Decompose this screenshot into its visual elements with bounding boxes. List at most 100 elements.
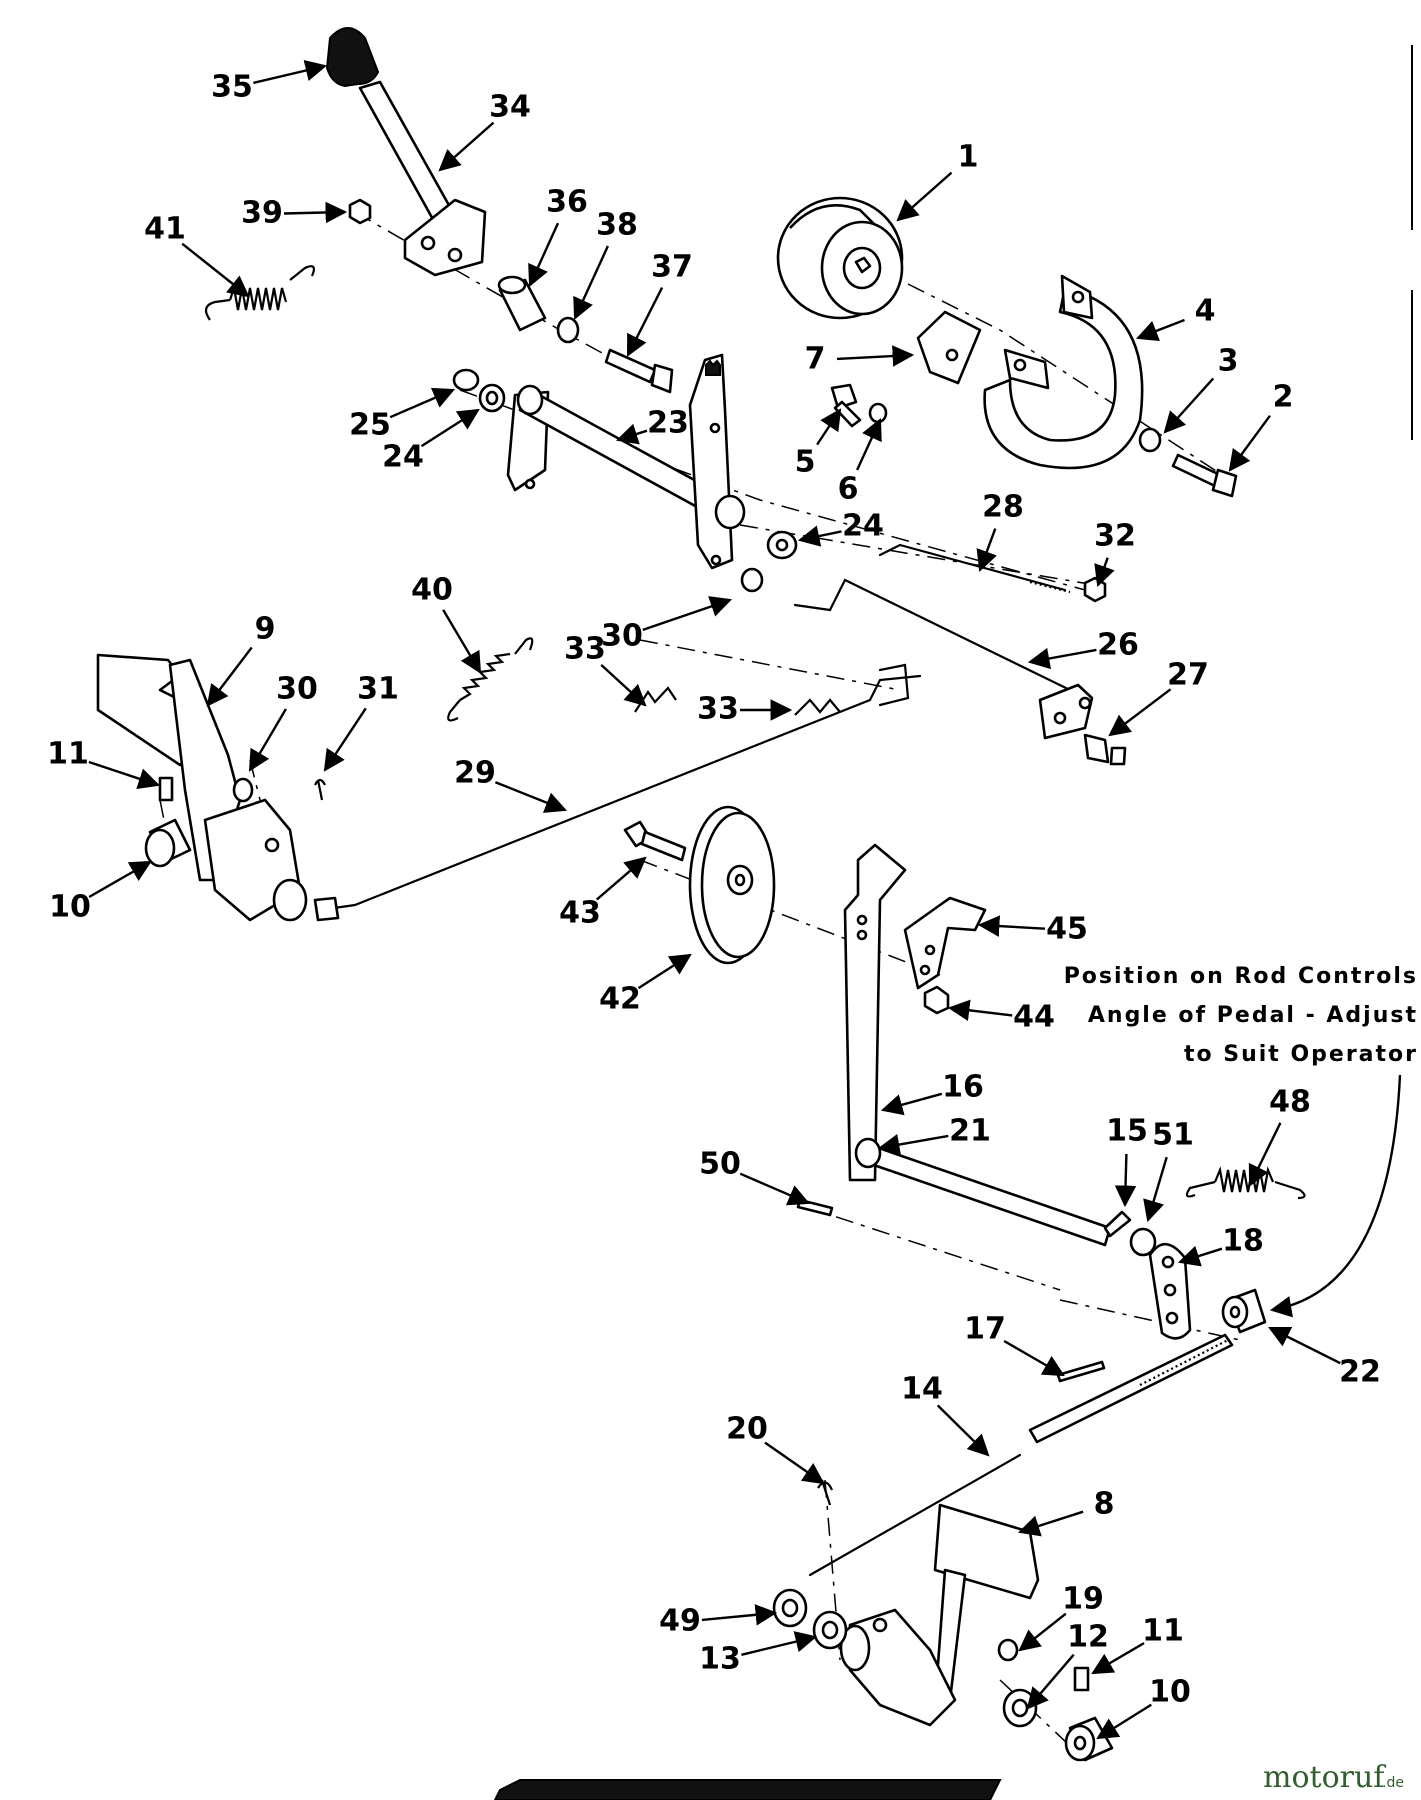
callout-c29: 29 bbox=[454, 756, 568, 813]
callout-c1: 1 bbox=[896, 140, 979, 222]
note-line-2: Angle of Pedal - Adjust bbox=[1088, 1003, 1418, 1028]
part-48-spring bbox=[1185, 1166, 1306, 1200]
part-36-bushing bbox=[497, 275, 547, 332]
leader-arrow-c51 bbox=[1143, 1156, 1168, 1223]
leader-arrow-c37 bbox=[626, 287, 664, 357]
leader-arrow-c7 bbox=[836, 345, 915, 367]
leader-arrow-c11a bbox=[88, 760, 161, 790]
callout-c30b: 30 bbox=[248, 672, 318, 772]
callout-label-c25: 25 bbox=[349, 408, 391, 443]
leader-arrow-c45 bbox=[977, 915, 1046, 937]
leader-arrow-c21 bbox=[877, 1133, 949, 1156]
leader-arrow-c10b bbox=[1096, 1703, 1152, 1740]
part-51-washer bbox=[1129, 1227, 1157, 1257]
callout-label-c1: 1 bbox=[958, 140, 979, 175]
callout-label-c27: 27 bbox=[1167, 658, 1209, 693]
callout-label-c12: 12 bbox=[1067, 1620, 1109, 1655]
part-2-bolt bbox=[1171, 453, 1238, 498]
callout-c2: 2 bbox=[1228, 380, 1293, 472]
note-line-3: to Suit Operator bbox=[1184, 1042, 1418, 1067]
part-39-nut bbox=[348, 198, 372, 225]
callout-label-c8: 8 bbox=[1094, 1487, 1115, 1522]
callout-label-c3: 3 bbox=[1218, 344, 1239, 379]
part-29-long-rod bbox=[313, 663, 922, 922]
callout-label-c6: 6 bbox=[838, 472, 859, 507]
leader-arrow-c2 bbox=[1228, 414, 1271, 472]
leader-arrow-c26 bbox=[1027, 647, 1097, 670]
callout-label-c36: 36 bbox=[546, 185, 588, 220]
callout-label-c35: 35 bbox=[211, 70, 253, 105]
callout-label-c20: 20 bbox=[726, 1412, 768, 1447]
part-5-bolt bbox=[830, 383, 862, 428]
callout-c28: 28 bbox=[976, 490, 1024, 573]
leader-arrow-c12 bbox=[1026, 1653, 1075, 1710]
leader-arrow-c17 bbox=[1003, 1339, 1065, 1377]
callout-label-c43: 43 bbox=[559, 896, 601, 931]
part-32-nut bbox=[1083, 576, 1107, 603]
callout-c11a: 11 bbox=[47, 737, 161, 790]
callout-label-c32: 32 bbox=[1094, 519, 1136, 554]
callout-label-c45: 45 bbox=[1046, 912, 1088, 947]
leader-arrow-c22 bbox=[1268, 1326, 1341, 1365]
callout-c19: 19 bbox=[1018, 1582, 1104, 1652]
callout-label-c26: 26 bbox=[1097, 628, 1139, 663]
callout-c36: 36 bbox=[528, 185, 588, 287]
leader-arrow-c24a bbox=[420, 408, 480, 448]
callout-c3: 3 bbox=[1163, 344, 1239, 434]
leader-arrow-c10a bbox=[88, 860, 152, 899]
leader-arrow-c13 bbox=[741, 1631, 818, 1656]
leader-arrow-c42 bbox=[637, 953, 692, 990]
part-11-set-screw-lower bbox=[1073, 1666, 1090, 1692]
leader-arrow-c8 bbox=[1017, 1510, 1084, 1537]
callout-c51: 51 bbox=[1143, 1118, 1194, 1223]
callout-label-c39: 39 bbox=[241, 196, 283, 231]
callout-c10b: 10 bbox=[1096, 1675, 1191, 1740]
callout-label-c15: 15 bbox=[1106, 1114, 1148, 1149]
part-49-washer bbox=[772, 1588, 808, 1628]
callout-label-c18: 18 bbox=[1222, 1224, 1264, 1259]
part-50-roll-pin bbox=[796, 1198, 834, 1217]
part-33-hairpin-clip-b bbox=[794, 698, 841, 716]
callout-label-c51: 51 bbox=[1152, 1118, 1194, 1153]
leader-arrow-c32 bbox=[1094, 557, 1115, 588]
svg-text:motoruf: motoruf bbox=[1263, 1760, 1386, 1795]
callout-c40: 40 bbox=[411, 573, 482, 674]
callout-c49: 49 bbox=[659, 1604, 778, 1639]
callout-c21: 21 bbox=[877, 1114, 991, 1156]
callout-label-c9: 9 bbox=[255, 612, 276, 647]
callout-c30a: 30 bbox=[601, 596, 733, 654]
part-9-clutch-pedal bbox=[96, 653, 308, 922]
part-27-bolt bbox=[1083, 733, 1127, 766]
callout-label-c23: 23 bbox=[647, 406, 689, 441]
part-40-spring bbox=[447, 637, 534, 722]
part-34-brake-pedal bbox=[358, 80, 487, 277]
callout-c31: 31 bbox=[323, 672, 399, 772]
callout-c20: 20 bbox=[726, 1412, 825, 1485]
leader-arrow-c38 bbox=[573, 245, 609, 320]
callout-label-c5: 5 bbox=[795, 445, 816, 480]
part-12-washer bbox=[1002, 1688, 1038, 1728]
part-24-bushing-upper bbox=[478, 383, 506, 413]
part-24-bushing-lower bbox=[766, 530, 798, 560]
part-28-brake-rod bbox=[878, 543, 1071, 594]
leader-arrow-c40 bbox=[442, 609, 482, 674]
callout-label-c37: 37 bbox=[651, 250, 693, 285]
threaded-rod bbox=[1028, 1333, 1234, 1444]
leader-arrow-c16 bbox=[880, 1092, 943, 1116]
callout-c22: 22 bbox=[1268, 1326, 1381, 1390]
leader-arrow-c1 bbox=[896, 171, 953, 222]
leader-arrow-c35 bbox=[253, 59, 328, 85]
callout-label-c17: 17 bbox=[964, 1312, 1006, 1347]
part-43-bolt bbox=[623, 820, 687, 862]
callout-c32: 32 bbox=[1094, 519, 1136, 588]
callout-c24b: 24 bbox=[797, 509, 884, 547]
cropped-title-strip bbox=[493, 1779, 1002, 1800]
callout-c14: 14 bbox=[901, 1372, 990, 1457]
part-10-collar-upper bbox=[144, 818, 192, 868]
callout-label-c48: 48 bbox=[1269, 1085, 1311, 1120]
callout-label-c44: 44 bbox=[1013, 1000, 1055, 1035]
callout-label-c22: 22 bbox=[1339, 1355, 1381, 1390]
leader-arrow-c48 bbox=[1248, 1122, 1282, 1187]
part-23-brake-cross-shaft bbox=[506, 353, 746, 570]
callout-label-c24b: 24 bbox=[842, 509, 884, 544]
